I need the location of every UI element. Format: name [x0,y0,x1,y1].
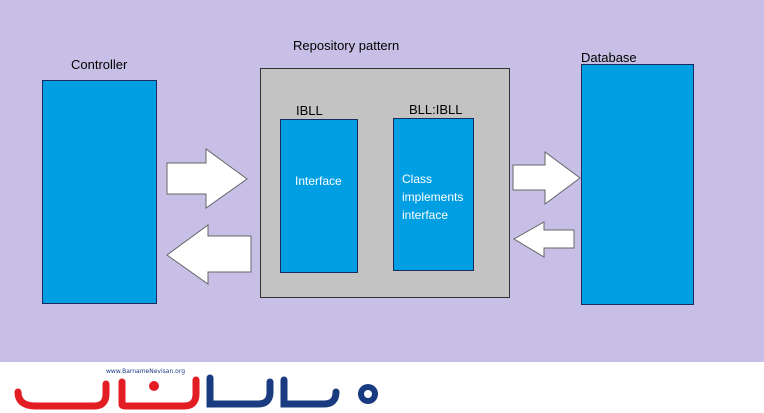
ibll-box: Interface [280,119,358,273]
ibll-label: IBLL [296,103,323,118]
logo: www.BarnameNevisan.org [0,362,764,413]
database-label: Database [581,50,637,65]
repository-label: Repository pattern [293,38,400,53]
left-arrow-icon-2 [513,221,575,258]
logo-url: www.BarnameNevisan.org [106,368,185,375]
class-text-line2: implements [402,190,464,204]
interface-text: Interface [295,174,342,188]
barnamenevisan-logo-icon [14,374,378,410]
left-arrow-icon [166,224,252,285]
database-box [581,64,694,305]
right-arrow-icon [166,148,248,209]
right-arrow-icon-2 [512,151,581,205]
controller-box [42,80,157,304]
controller-label: Controller [71,57,128,72]
bll-ibll-label: BLL:IBLL [409,102,463,117]
diagram-canvas: Controller Repository pattern Database I… [0,0,764,362]
class-text-line3: interface [402,208,449,222]
class-text-line1: Class [402,172,433,186]
bll-box: Class implements interface [393,118,474,271]
